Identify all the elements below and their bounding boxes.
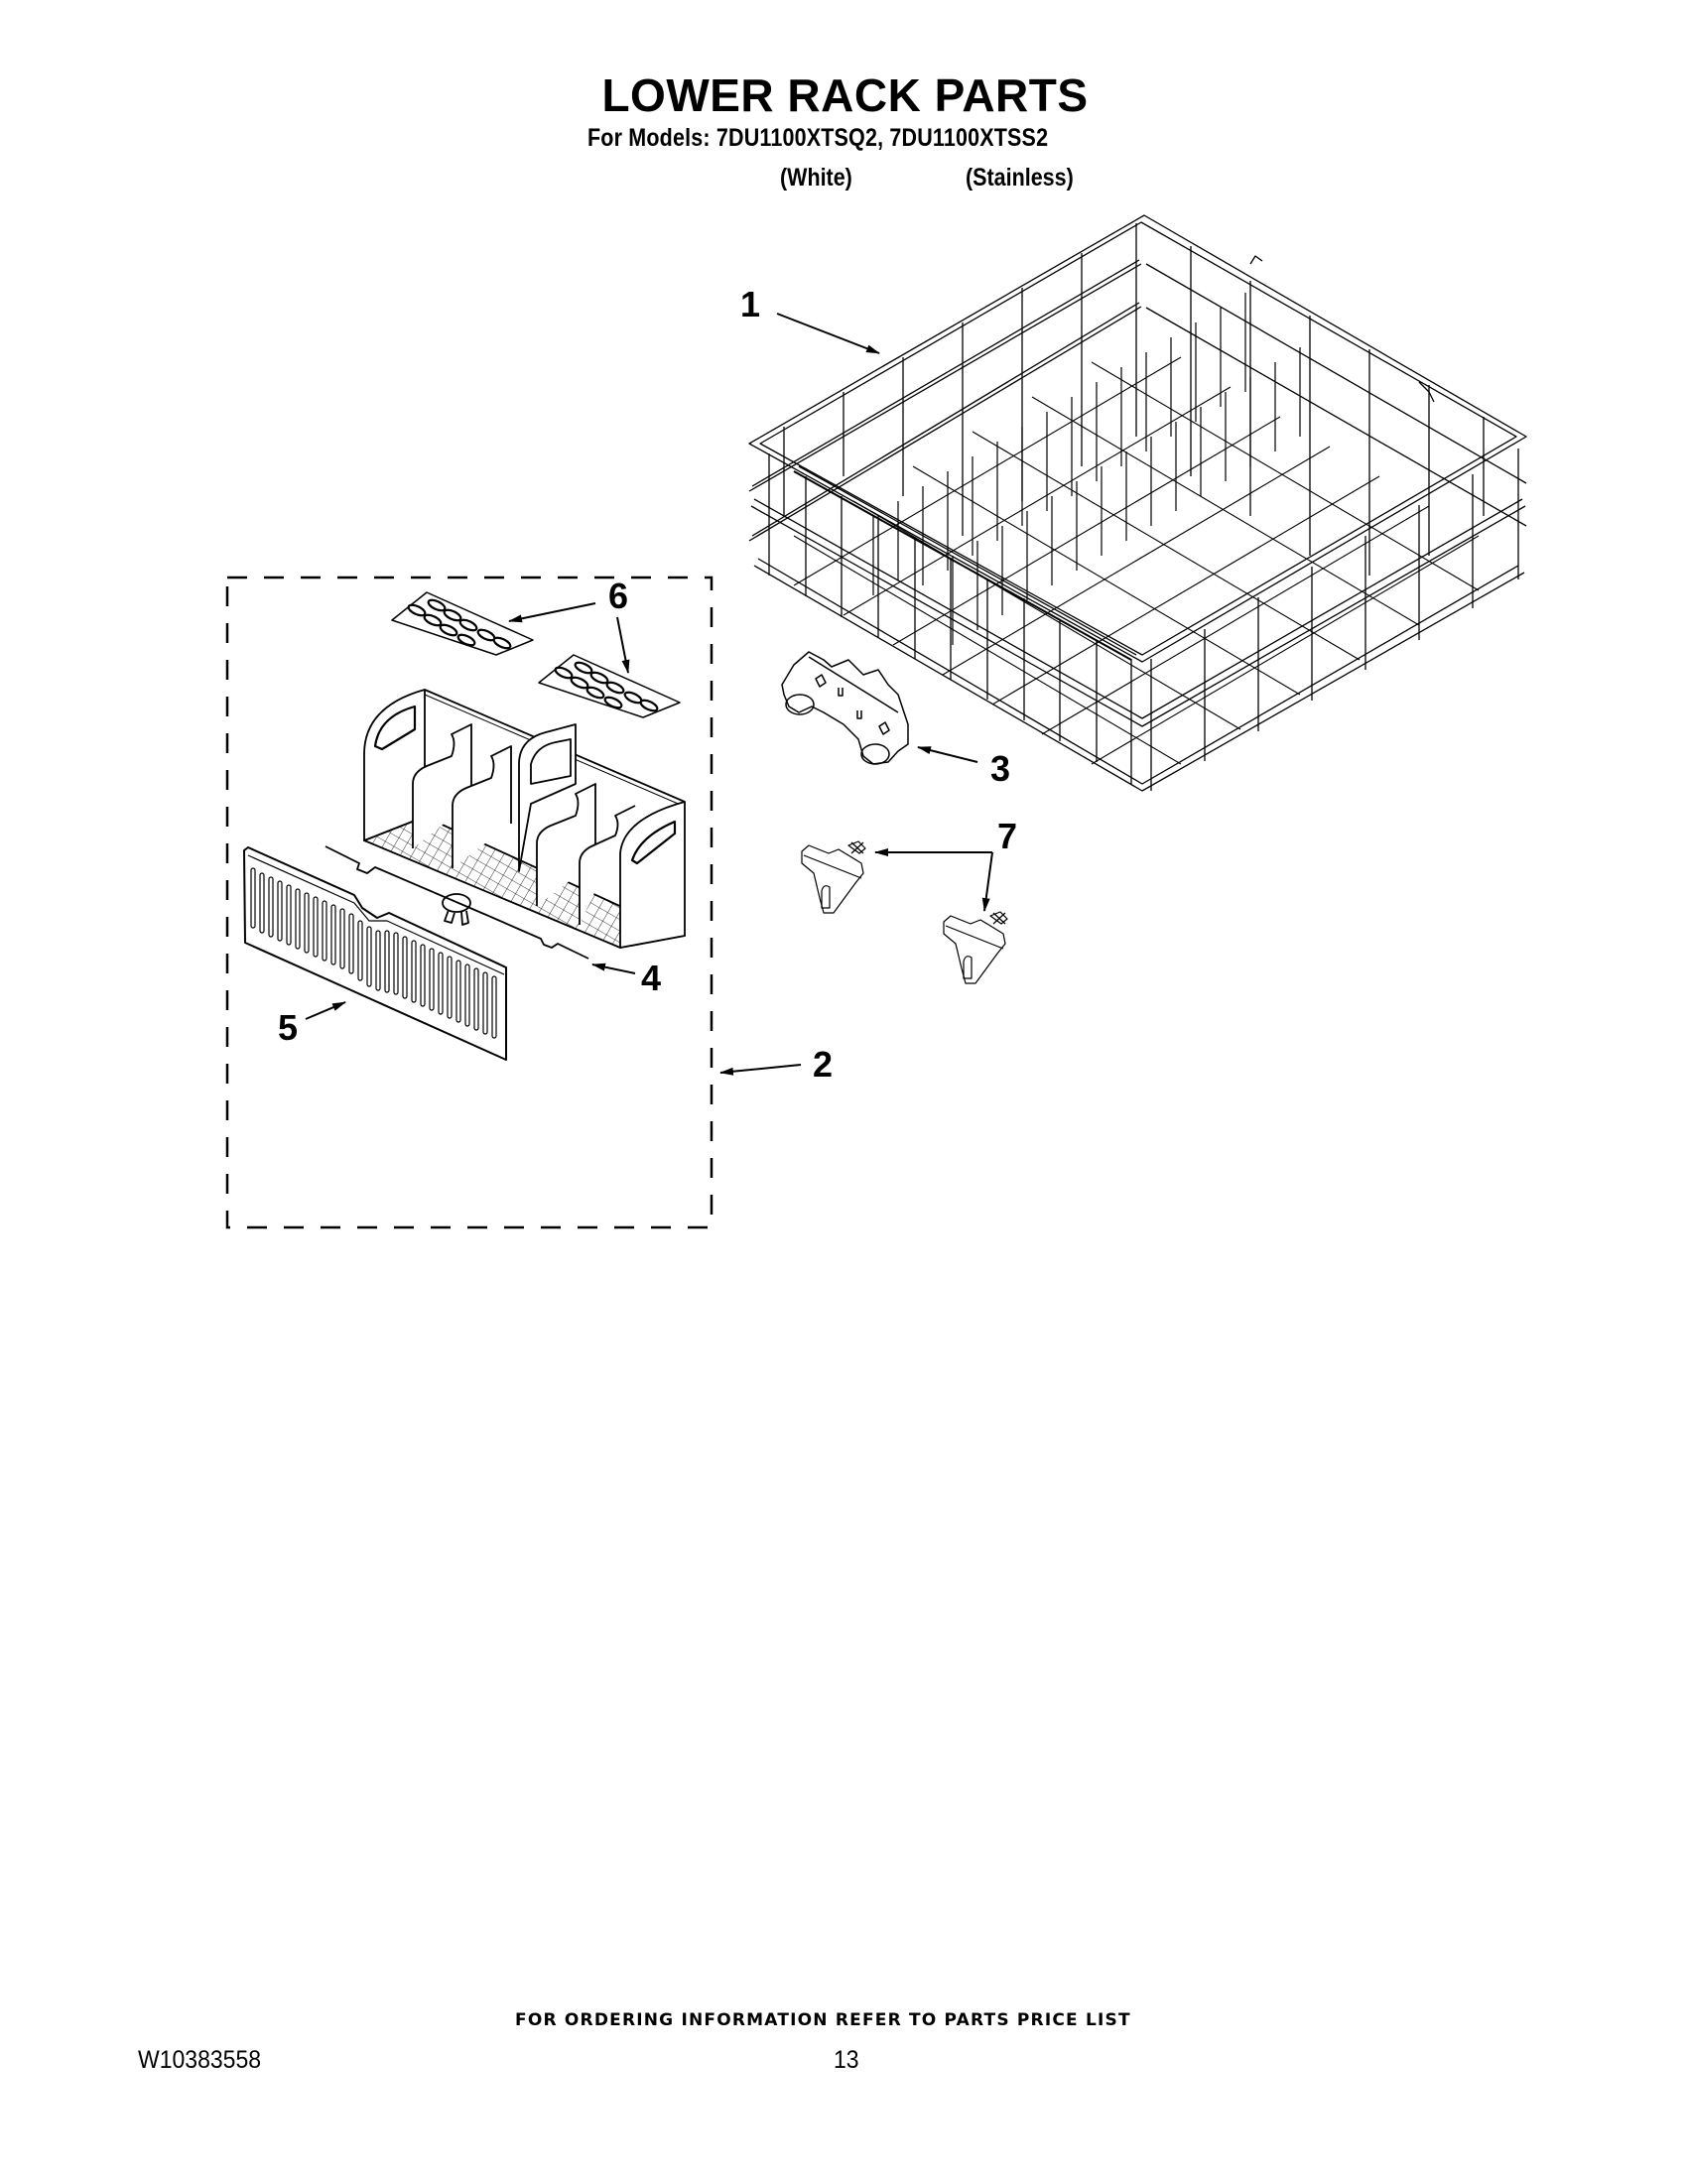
callout-5: 5 bbox=[278, 1007, 298, 1048]
callout-3: 3 bbox=[990, 748, 1010, 789]
bumper-clip-part-7a bbox=[801, 840, 866, 914]
ordering-info-note: FOR ORDERING INFORMATION REFER TO PARTS … bbox=[515, 2010, 1131, 2030]
variant-white-label: (White) bbox=[780, 164, 852, 192]
basket-lid-part-6b bbox=[538, 654, 681, 718]
callout-2: 2 bbox=[813, 1044, 833, 1085]
document-number: W10383558 bbox=[138, 2046, 262, 2074]
basket-lid-part-6a bbox=[391, 591, 534, 656]
bumper-clip-part-7b bbox=[943, 911, 1008, 984]
callout-7: 7 bbox=[997, 816, 1017, 856]
models-line: For Models: 7DU1100XTSQ2, 7DU1100XTSS2 bbox=[587, 124, 1049, 152]
callout-4: 4 bbox=[641, 958, 661, 998]
handle-wire-part-4 bbox=[325, 845, 589, 960]
variant-stainless-label: (Stainless) bbox=[966, 164, 1074, 192]
basket-cover-panel-part-5 bbox=[243, 846, 507, 1061]
page-number: 13 bbox=[834, 2046, 859, 2074]
wheel-clip-part-3 bbox=[781, 651, 909, 765]
callout-1: 1 bbox=[740, 284, 760, 324]
callout-6: 6 bbox=[608, 576, 628, 616]
basket-assembly-group-box bbox=[225, 576, 714, 1229]
silverware-basket bbox=[363, 689, 686, 949]
page-title: LOWER RACK PARTS bbox=[601, 69, 1089, 121]
lower-rack-part-1 bbox=[748, 214, 1527, 792]
